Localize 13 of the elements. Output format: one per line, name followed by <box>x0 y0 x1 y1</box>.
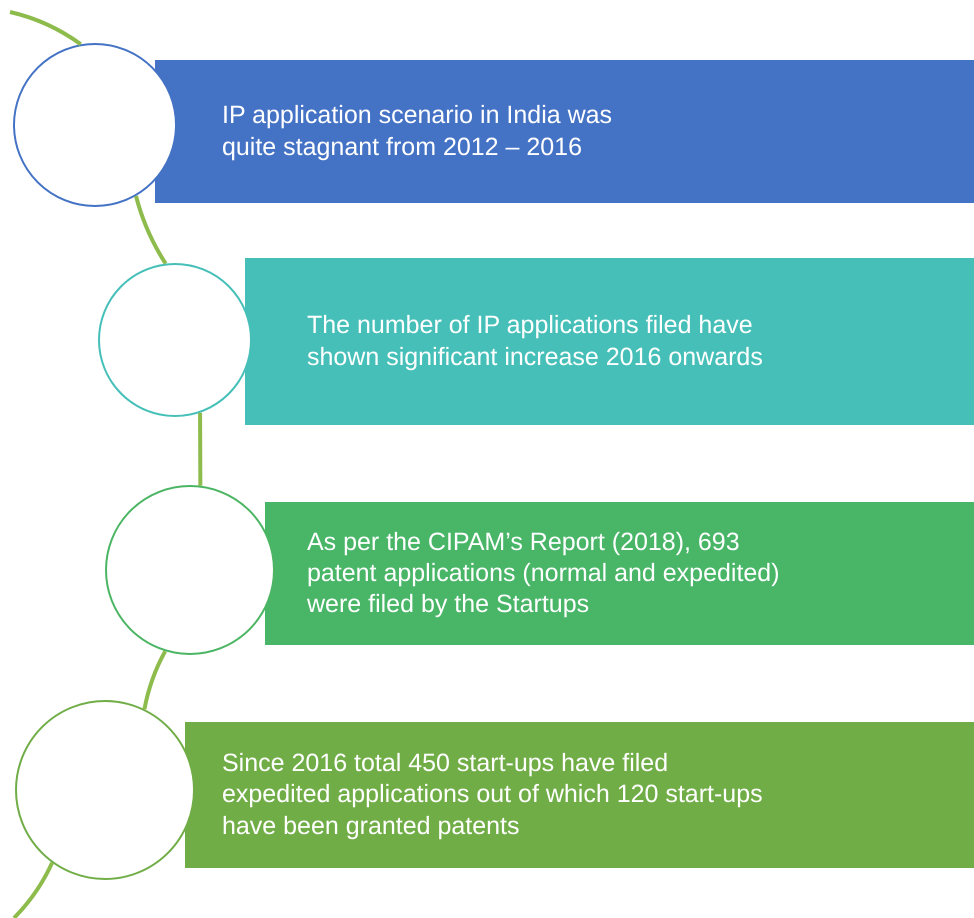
connector-line <box>198 412 202 486</box>
connector-line <box>12 862 54 918</box>
connector-line <box>10 10 82 46</box>
text-band <box>265 502 974 645</box>
text-band <box>185 722 974 868</box>
band-text: IP application scenario in India was quite stagnant from 2012 – 2016 <box>222 100 614 162</box>
band-text: The number of IP applications filed have shown significant increase 2016 onwards <box>307 310 764 372</box>
connector-line <box>142 650 167 710</box>
text-band <box>155 60 974 203</box>
text-band <box>245 258 974 425</box>
band-text: Since 2016 total 450 start-ups have filed expedited applications out of which 120 start-ups have been granted patents <box>222 748 764 842</box>
connector-line <box>134 195 168 265</box>
band-text: As per the CIPAM’s Report (2018), 693 patent applications (normal and expedited) were filed by the Startups <box>307 526 781 620</box>
